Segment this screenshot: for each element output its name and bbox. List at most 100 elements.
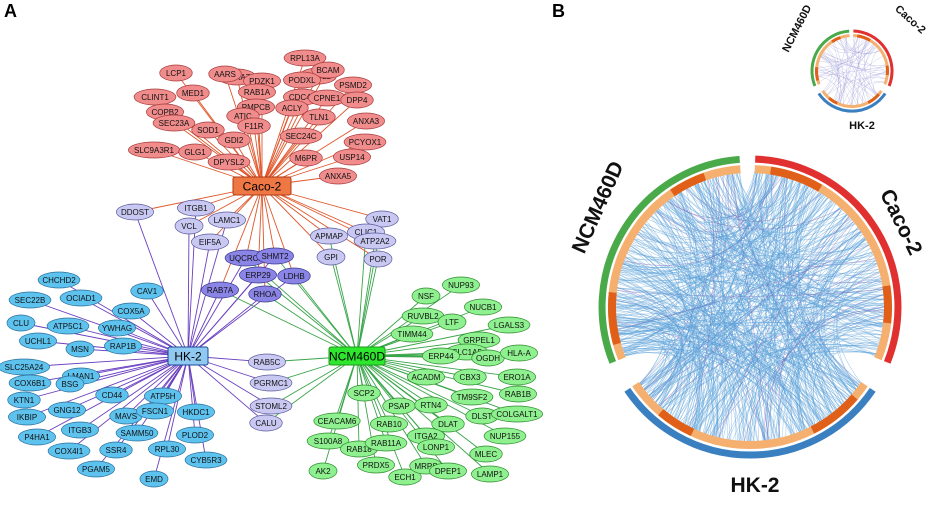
protein-node-psap[interactable]: PSAP (382, 397, 416, 415)
protein-node-slc25a24[interactable]: SLC25A24 (0, 358, 50, 376)
protein-node-cd44[interactable]: CD44 (95, 386, 129, 404)
large-chord-segment-caco-2[interactable] (754, 155, 902, 364)
protein-node-ldhb[interactable]: LDHB (277, 267, 311, 285)
protein-node-apmap[interactable]: APMAP (310, 227, 348, 245)
protein-node-f11r[interactable]: F11R (237, 117, 271, 135)
protein-node-ceacam6[interactable]: CEACAM6 (313, 412, 361, 430)
protein-node-nsf[interactable]: NSF (411, 287, 441, 305)
protein-node-samm50[interactable]: SAMM50 (115, 424, 159, 442)
protein-node-rtn4[interactable]: RTN4 (414, 396, 448, 414)
protein-node-ak2[interactable]: AK2 (308, 462, 338, 480)
protein-node-atp5h[interactable]: ATP5H (144, 387, 182, 405)
protein-node-ero1a[interactable]: ERO1A (498, 368, 536, 386)
protein-node-med1[interactable]: MED1 (176, 84, 210, 102)
protein-node-prdx5[interactable]: PRDX5 (357, 456, 395, 474)
protein-node-rab1b[interactable]: RAB1B (499, 385, 537, 403)
protein-node-stoml2[interactable]: STOML2 (249, 397, 293, 415)
small-chord-segment-hk-2[interactable] (817, 90, 887, 113)
protein-node-vcl[interactable]: VCL (174, 217, 204, 235)
protein-node-sec22b[interactable]: SEC22B (8, 291, 52, 309)
protein-node-atp5c1[interactable]: ATP5C1 (46, 317, 90, 335)
protein-node-cpne1[interactable]: CPNE1 (308, 89, 346, 107)
hub-ncm460d[interactable]: NCM460D (328, 346, 386, 366)
protein-node-rhoa[interactable]: RHOA (248, 285, 282, 303)
protein-node-atp2a2[interactable]: ATP2A2 (353, 232, 397, 250)
protein-node-glg1[interactable]: GLG1 (178, 143, 212, 161)
protein-node-rab5c[interactable]: RAB5C (248, 353, 286, 371)
protein-node-ikbip[interactable]: IKBIP (8, 408, 46, 426)
protein-node-sec24c[interactable]: SEC24C (279, 127, 323, 145)
protein-node-por[interactable]: POR (363, 250, 393, 268)
protein-node-calu[interactable]: CALU (249, 414, 283, 432)
small-chord-segment-ncm460d[interactable] (810, 29, 850, 87)
protein-node-ssr4[interactable]: SSR4 (99, 441, 133, 459)
protein-node-timm44[interactable]: TIMM44 (390, 325, 434, 343)
protein-node-erp44[interactable]: ERP44 (422, 347, 460, 365)
protein-node-itgb1[interactable]: ITGB1 (177, 199, 215, 217)
protein-node-slc9a3r1[interactable]: SLC9A3R1 (128, 141, 180, 159)
protein-node-ogdh[interactable]: OGDH (471, 349, 505, 367)
protein-node-hkdc1[interactable]: HKDC1 (177, 403, 215, 421)
protein-node-pcyox1[interactable]: PCYOX1 (343, 133, 387, 151)
protein-node-sec23a[interactable]: SEC23A (152, 114, 196, 132)
protein-node-anxa3[interactable]: ANXA3 (347, 112, 385, 130)
protein-node-colgalt1[interactable]: COLGALT1 (491, 405, 543, 423)
protein-node-nup93[interactable]: NUP93 (442, 276, 480, 294)
protein-node-usp14[interactable]: USP14 (333, 148, 371, 166)
protein-node-gdi2[interactable]: GDI2 (217, 131, 251, 149)
protein-node-eif5a[interactable]: EIF5A (191, 233, 229, 251)
protein-node-psmd2[interactable]: PSMD2 (334, 76, 372, 94)
protein-node-lamc1[interactable]: LAMC1 (208, 211, 246, 229)
hub-hk-2[interactable]: HK-2 (167, 346, 209, 366)
protein-node-nup155[interactable]: NUP155 (483, 427, 527, 445)
protein-node-lgals3[interactable]: LGALS3 (487, 316, 531, 334)
protein-node-ywhag[interactable]: YWHAG (98, 319, 136, 337)
protein-node-mlec[interactable]: MLEC (469, 445, 503, 463)
protein-node-tln1[interactable]: TLN1 (302, 108, 336, 126)
protein-node-plod2[interactable]: PLOD2 (176, 426, 214, 444)
protein-node-podxl[interactable]: PODXL (283, 71, 321, 89)
protein-node-dlat[interactable]: DLAT (431, 415, 465, 433)
small-chord-segment-caco-2[interactable] (853, 29, 894, 87)
protein-node-lamp1[interactable]: LAMP1 (471, 465, 509, 483)
protein-node-s100a8[interactable]: S100A8 (306, 432, 350, 450)
protein-node-ktn1[interactable]: KTN1 (7, 391, 41, 409)
large-chord-segment-ncm460d[interactable] (598, 155, 741, 364)
protein-node-cox5a[interactable]: COX5A (112, 302, 150, 320)
protein-node-cox4i1[interactable]: COX4I1 (47, 442, 91, 460)
protein-node-clint1[interactable]: CLINT1 (133, 88, 177, 106)
protein-node-shmt2[interactable]: SHMT2 (256, 247, 294, 265)
protein-node-lcp1[interactable]: LCP1 (159, 64, 193, 82)
protein-node-cbx3[interactable]: CBX3 (453, 368, 487, 386)
protein-node-acly[interactable]: ACLY (275, 99, 309, 117)
protein-node-gpi[interactable]: GPI (316, 248, 346, 266)
protein-node-tm9sf2[interactable]: TM9SF2 (450, 388, 494, 406)
protein-node-uchl1[interactable]: UCHL1 (19, 332, 57, 350)
protein-node-acadm[interactable]: ACADM (407, 368, 445, 386)
protein-node-emd[interactable]: EMD (139, 470, 169, 488)
large-chord-segment-hk-2[interactable] (624, 381, 876, 459)
protein-node-pgam5[interactable]: PGAM5 (77, 460, 115, 478)
protein-node-ociad1[interactable]: OCIAD1 (59, 289, 103, 307)
protein-node-rab11a[interactable]: RAB11A (364, 434, 408, 452)
protein-node-rab1a[interactable]: RAB1A (238, 83, 276, 101)
protein-node-anxa5[interactable]: ANXA5 (319, 167, 357, 185)
protein-node-ddost[interactable]: DDOST (116, 203, 154, 221)
protein-node-dpysl2[interactable]: DPYSL2 (207, 153, 251, 171)
protein-node-cox6b1[interactable]: COX6B1 (8, 374, 52, 392)
protein-node-m6pr[interactable]: M6PR (289, 149, 323, 167)
protein-node-cav1[interactable]: CAV1 (130, 282, 164, 300)
protein-node-rab10[interactable]: RAB10 (370, 415, 408, 433)
protein-node-vat1[interactable]: VAT1 (365, 210, 399, 228)
protein-node-lonp1[interactable]: LONP1 (417, 438, 455, 456)
protein-node-ech1[interactable]: ECH1 (388, 468, 422, 486)
protein-node-nucb1[interactable]: NUCB1 (464, 298, 502, 316)
protein-node-dpep1[interactable]: DPEP1 (429, 462, 467, 480)
protein-node-aars[interactable]: AARS (208, 65, 242, 83)
hub-caco-2[interactable]: Caco-2 (232, 176, 292, 196)
protein-node-erp29[interactable]: ERP29 (239, 266, 277, 284)
protein-node-rpl13a[interactable]: RPL13A (283, 49, 327, 67)
protein-node-hla-a[interactable]: HLA-A (500, 344, 538, 362)
protein-node-dpp4[interactable]: DPP4 (340, 91, 374, 109)
protein-node-ruvbl2[interactable]: RUVBL2 (401, 307, 445, 325)
